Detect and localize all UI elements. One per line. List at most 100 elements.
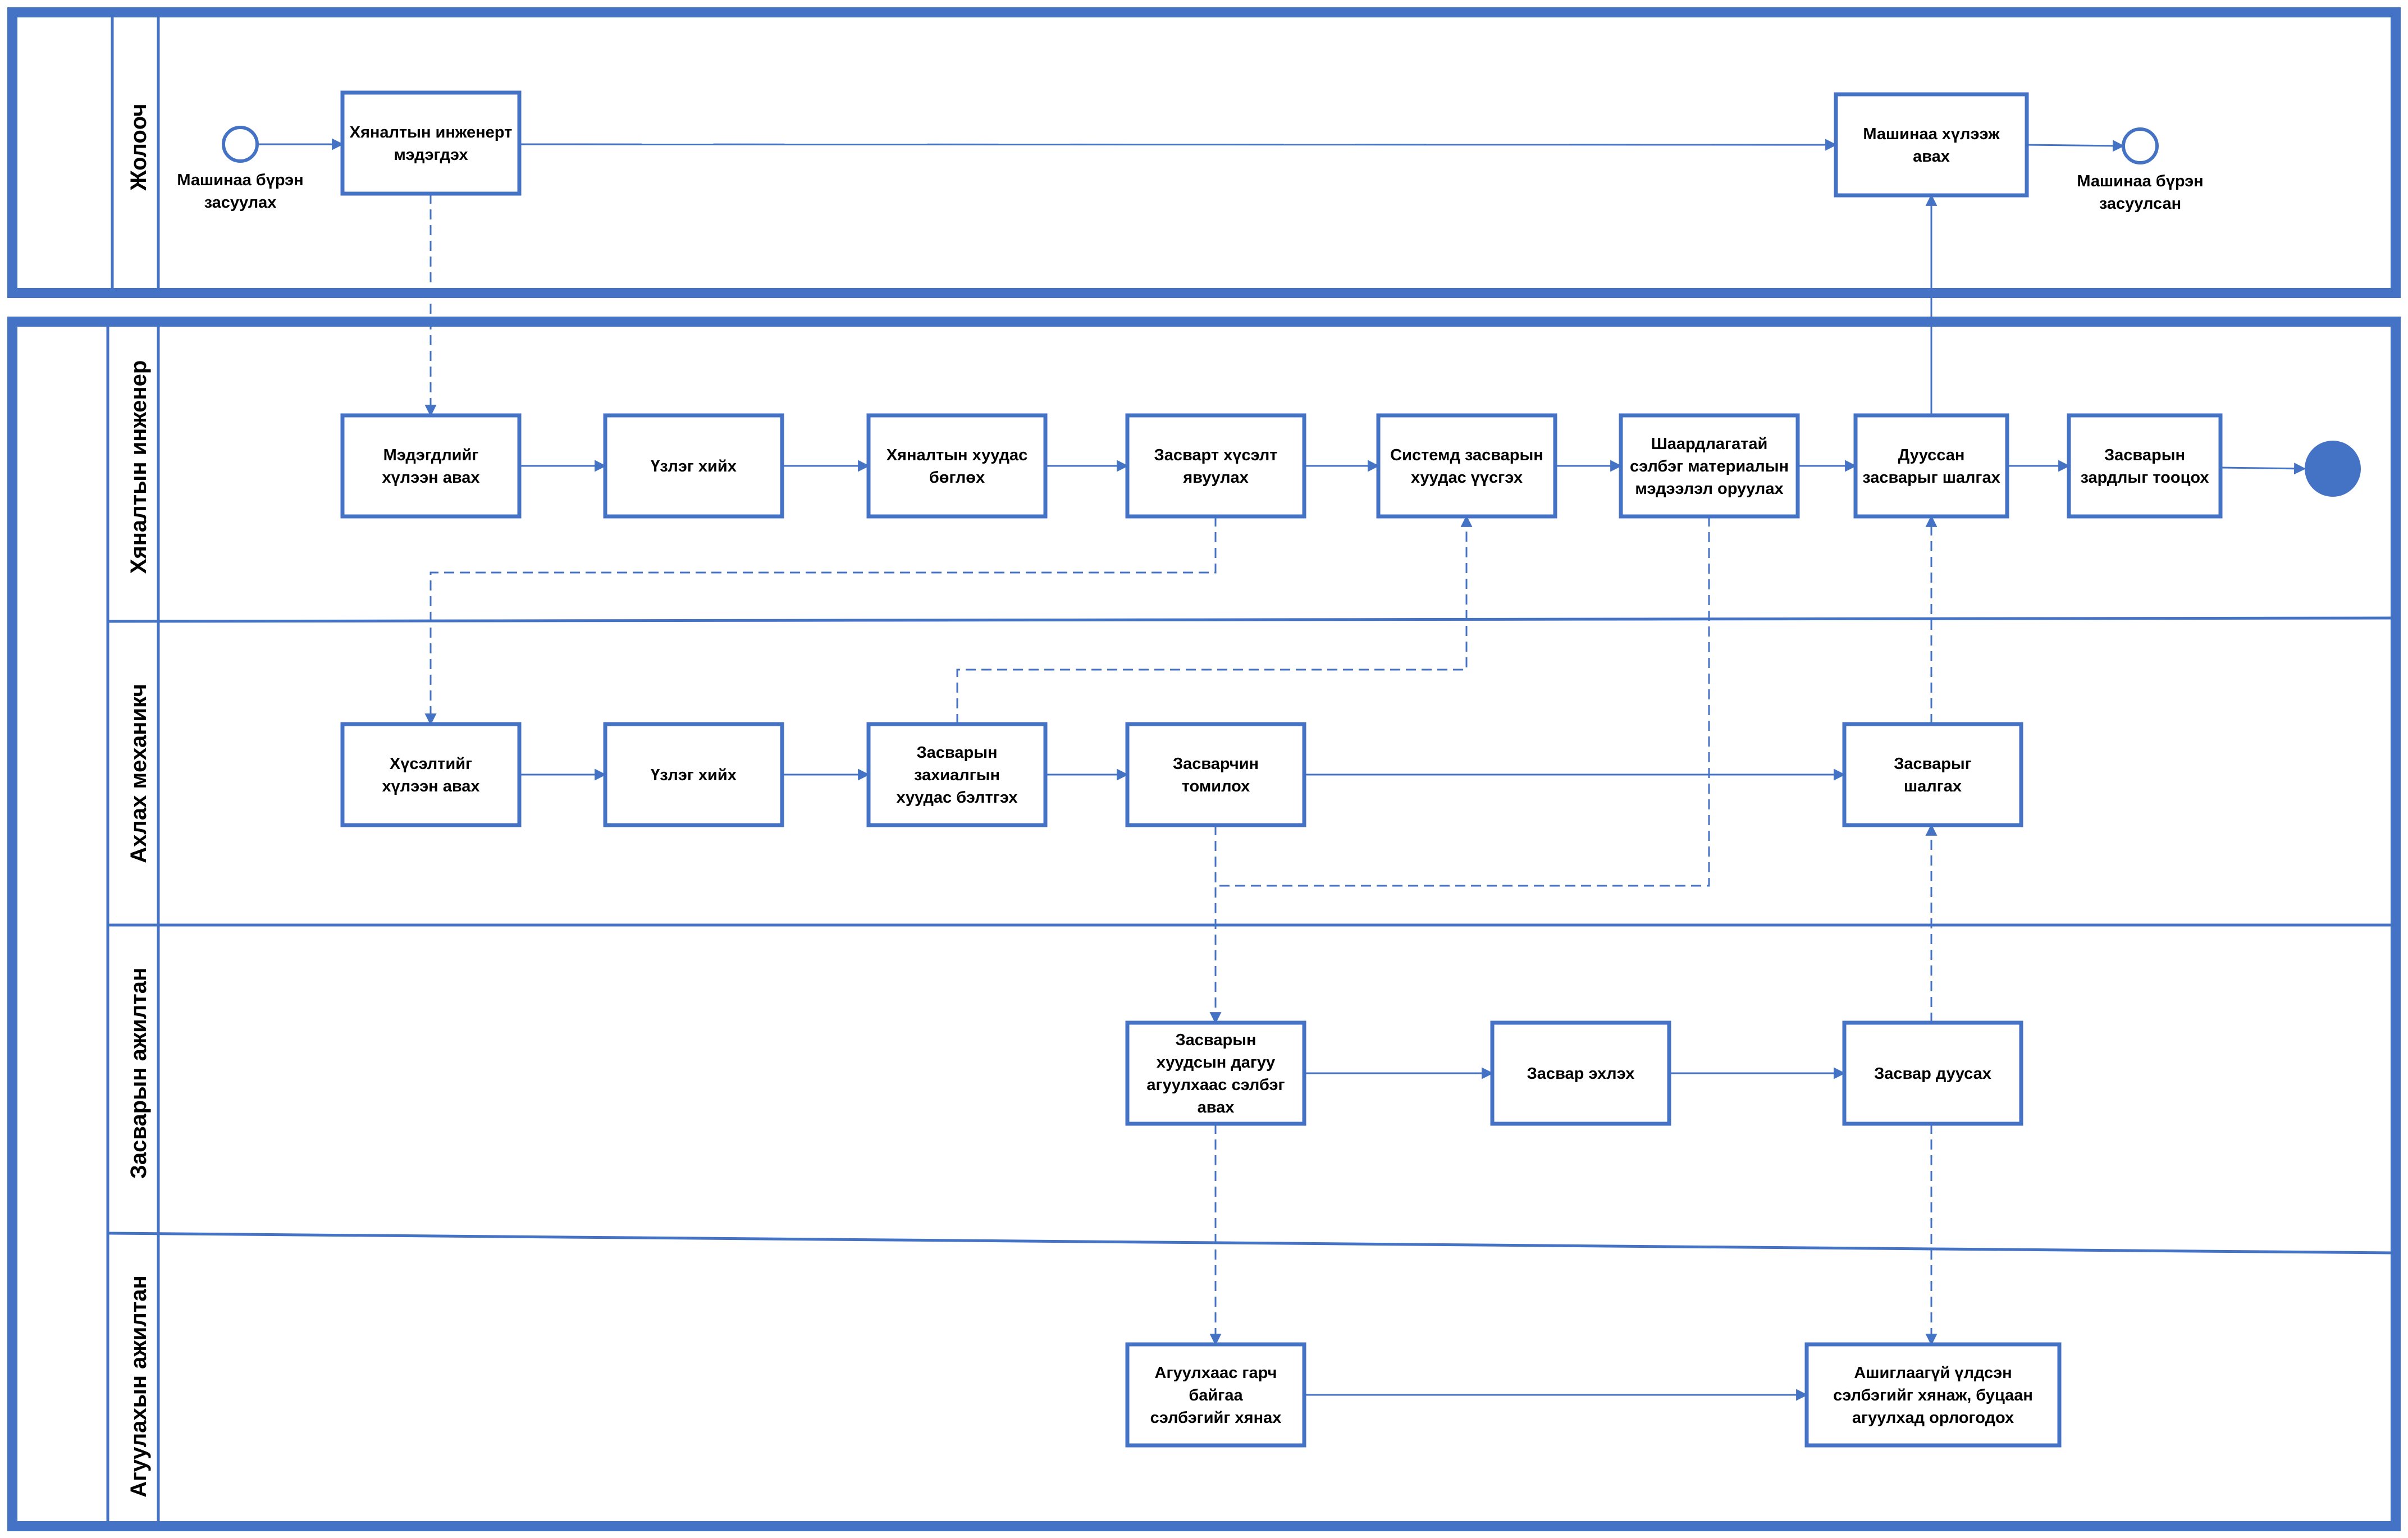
task-t9[interactable]: Дууссан засварыг шалгах: [1853, 413, 2009, 519]
lane-label-engineer: Хяналтын инженер: [126, 360, 151, 574]
task-label: Системд засварын: [1390, 446, 1543, 464]
task-box[interactable]: [340, 90, 522, 196]
pool-driver: [7, 7, 2401, 298]
task-box[interactable]: [1842, 722, 2023, 827]
task-box[interactable]: [1490, 1020, 1671, 1126]
task-box[interactable]: [1804, 1342, 2062, 1448]
task-box[interactable]: [1125, 1020, 1306, 1126]
task-box[interactable]: [2067, 413, 2223, 519]
task-box[interactable]: [1376, 413, 1557, 519]
lane-divider-engineer-mechanic: [107, 616, 2393, 623]
lane-divider-repair-warehouse: [107, 1232, 2393, 1255]
task-label: засварыг шалгах: [1862, 469, 2000, 487]
task-box[interactable]: [1125, 1342, 1306, 1448]
task-box[interactable]: [866, 413, 1048, 519]
task-label: Засвар эхлэх: [1527, 1065, 1635, 1083]
task-label: захиалгын: [914, 766, 1000, 784]
task-label: хүлээн авах: [382, 777, 479, 795]
task-label: хуудас бэлтгэх: [896, 789, 1017, 807]
task-box[interactable]: [1125, 413, 1306, 519]
task-box[interactable]: [1834, 92, 2029, 198]
task-box[interactable]: [603, 413, 784, 519]
task-label: Ашиглаагүй үлдсэн: [1854, 1364, 2012, 1382]
task-label: агуулхаас сэлбэг: [1146, 1076, 1285, 1094]
end-event-filled-circle: [2305, 441, 2361, 497]
task-t12[interactable]: Үзлэг хийх: [603, 722, 784, 827]
flow-notify-to-receive-car: [519, 139, 1838, 151]
task-t18[interactable]: Засвар дуусах: [1842, 1020, 2023, 1126]
task-label: авах: [1198, 1098, 1235, 1116]
task-label: шалгах: [1904, 777, 1962, 795]
task-label: Агуулхаас гарч: [1155, 1364, 1277, 1382]
task-label: сэлбэгийг хянаж, буцаан: [1833, 1386, 2033, 1404]
task-box[interactable]: [340, 413, 522, 519]
flows: [257, 138, 2306, 1401]
task-label: Хүсэлтийг: [390, 755, 472, 773]
flow-receive-car-to-end: [2026, 140, 2125, 152]
task-label: Шаардлагатай: [1651, 435, 1768, 453]
task-box[interactable]: [1853, 413, 2009, 519]
task-t17[interactable]: Засвар эхлэх: [1490, 1020, 1671, 1126]
task-label: сэлбэгийг хянах: [1150, 1409, 1282, 1427]
task-label: авах: [1913, 148, 1950, 166]
task-label: Хяналтын хуудас: [887, 446, 1028, 464]
events: Машинаа бүрэн засуулах Машинаа бүрэнзасуул…: [177, 126, 2361, 497]
task-t10[interactable]: Засварын зардлыг тооцох: [2067, 413, 2223, 519]
task-t11[interactable]: Хүсэлтийг хүлээн авах: [340, 722, 522, 827]
event-label: Машинаа бүрэн: [177, 171, 303, 189]
task-label: Дууссан: [1898, 446, 1965, 464]
task-label: мэдээлэл оруулах: [1635, 480, 1783, 498]
end-event-circle: [2122, 127, 2159, 164]
task-label: явуулах: [1182, 469, 1249, 487]
task-label: хуудас үүсгэх: [1411, 469, 1523, 487]
task-t7[interactable]: Системд засварын хуудас үүсгэх: [1376, 413, 1557, 519]
task-box[interactable]: [866, 722, 1048, 827]
pool-workshop: [7, 317, 2401, 1531]
task-label: мэдэгдэх: [394, 146, 468, 164]
message-request-to-mechanic: [424, 516, 1217, 726]
start-event-circle: [222, 126, 259, 163]
task-t1[interactable]: Хяналтын инженерт мэдэгдэх: [340, 90, 522, 196]
task-t5[interactable]: Хяналтын хуудас бөглөх: [866, 413, 1048, 519]
task-label: зардлыг тооцох: [2080, 469, 2209, 487]
task-label: Засвар дуусах: [1874, 1065, 1991, 1083]
task-label: Үзлэг хийх: [651, 766, 737, 784]
task-t15[interactable]: Засварыг шалгах: [1842, 722, 2023, 827]
task-box[interactable]: [1619, 413, 1800, 519]
task-label: Засварыг: [1894, 755, 1972, 773]
task-box[interactable]: [340, 722, 522, 827]
message-parts-info-to-repair: [1209, 516, 1710, 1024]
task-label: Хяналтын инженерт: [350, 123, 513, 141]
pools: [7, 7, 2401, 1531]
task-label: бөглөх: [929, 469, 985, 487]
task-box[interactable]: [603, 722, 784, 827]
lane-label-mechanic: Ахлах механикч: [126, 684, 151, 863]
lane-label-repair: Засварын ажилтан: [126, 968, 151, 1179]
task-label: Машинаа хүлээж: [1863, 125, 2000, 143]
tasks: Хяналтын инженерт мэдэгдэх Машинаа хүлээж а…: [340, 90, 2223, 1448]
task-label: Мэдэгдлийг: [383, 446, 479, 464]
task-t4[interactable]: Үзлэг хийх: [603, 413, 784, 519]
task-box[interactable]: [1842, 1020, 2023, 1126]
task-t2[interactable]: Машинаа хүлээж авах: [1834, 92, 2029, 198]
task-box[interactable]: [1125, 722, 1306, 827]
task-label: агуулхад орлогодох: [1852, 1409, 2014, 1427]
event-label: Машинаа бүрэн: [2077, 172, 2203, 190]
task-label: томилох: [1182, 777, 1250, 795]
task-label: Үзлэг хийх: [651, 457, 737, 475]
lane-label-warehouse: Агуулахын ажилтан: [126, 1275, 151, 1497]
event-label: засуулах: [204, 194, 277, 212]
task-label: Засварын: [2104, 446, 2185, 464]
lane-labels: Жолооч Хяналтын инженер Ахлах механикч З…: [126, 103, 151, 1497]
flow-t10-end: [2220, 463, 2306, 475]
task-t20[interactable]: Ашиглаагүй үлдсэн сэлбэгийг хянаж, буцаан…: [1804, 1342, 2062, 1448]
